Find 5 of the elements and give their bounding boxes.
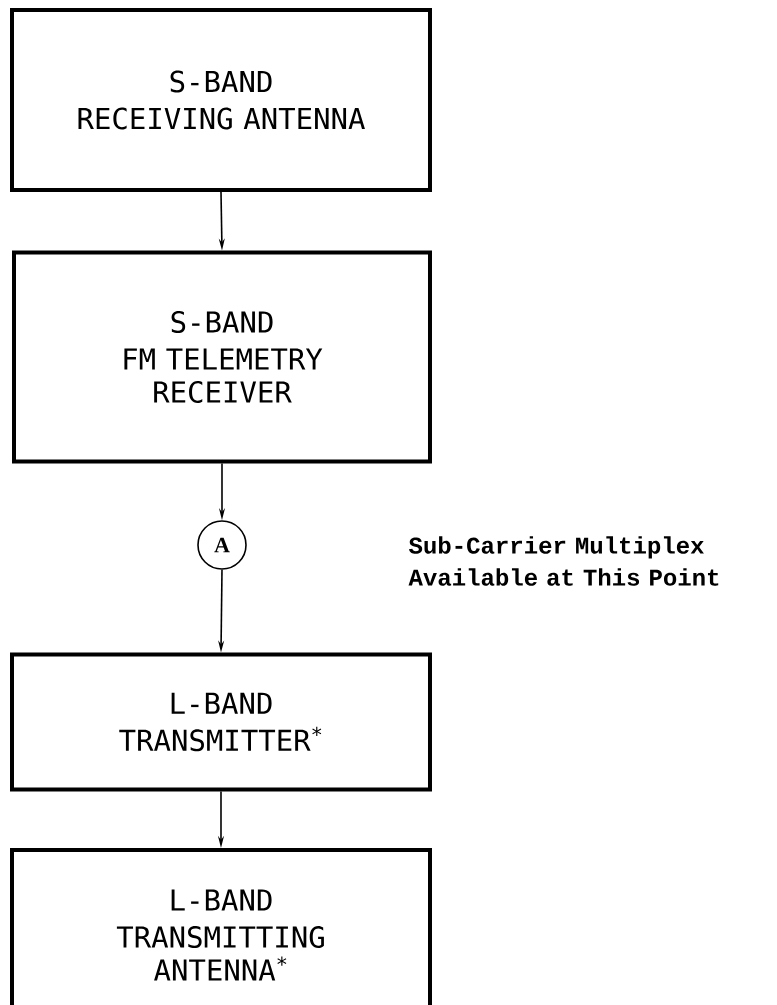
process-box: L-BAND TRANSMITTING ANTENNA$^{*}$ [10, 848, 432, 1005]
process-box: S-BAND RECEIVING ANTENNA [10, 8, 432, 192]
process-box: L-BAND TRANSMITTER$^{*}$ [10, 652, 432, 792]
process-box: S-BAND FM TELEMETRY RECEIVER [12, 250, 432, 464]
note-text: Sub-Carrier Multiplex Available at This Point [408, 536, 719, 586]
